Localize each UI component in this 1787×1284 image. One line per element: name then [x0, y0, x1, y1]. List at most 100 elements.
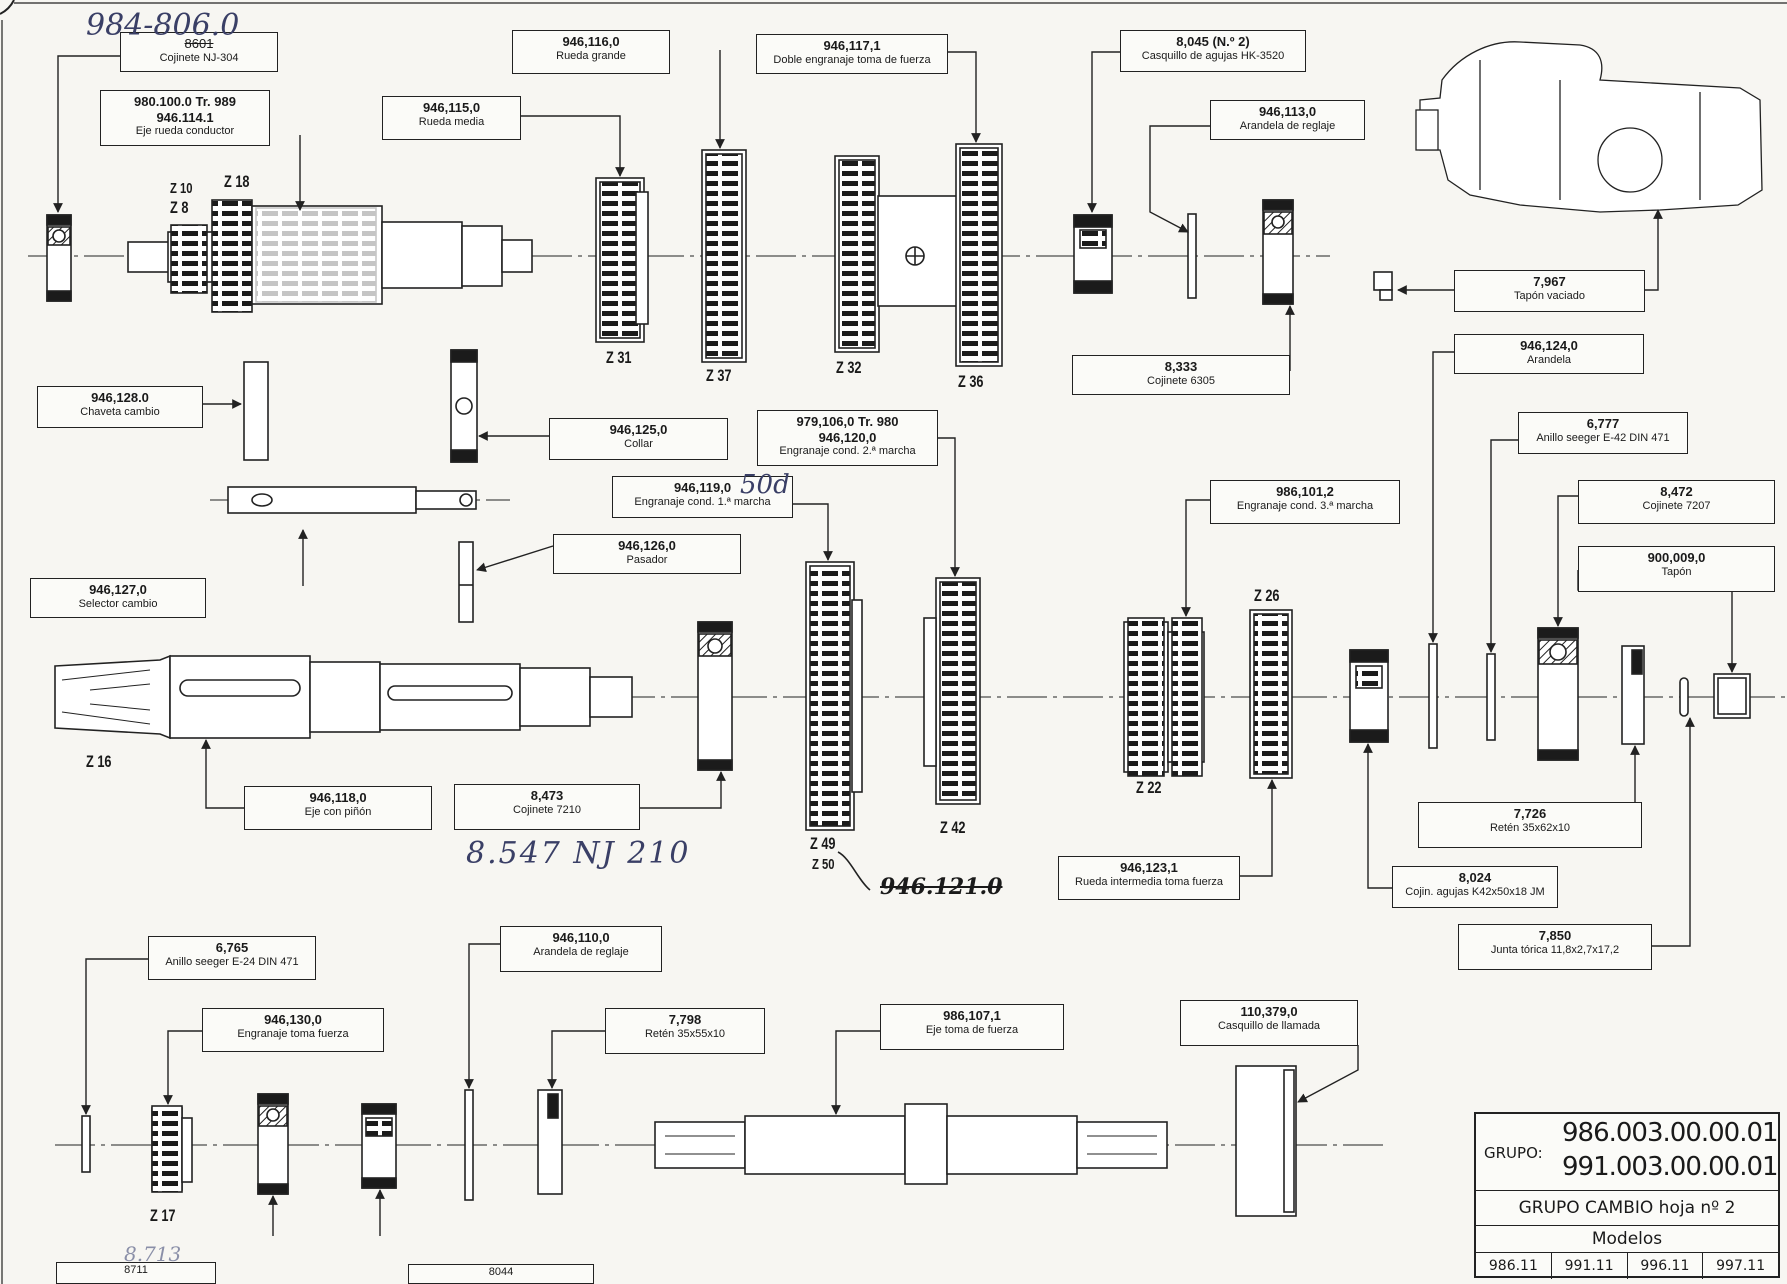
handwritten-bottom-note: 8.547 NJ 210 [466, 836, 691, 871]
label-rueda-grande: 946,116,0 Rueda grande [512, 30, 670, 74]
label-arandela-reglaje-946113: 946,113,0 Arandela de reglaje [1210, 100, 1365, 140]
label-name: Engranaje cond. 2.ª marcha [779, 445, 916, 458]
title-block: GRUPO: 986.003.00.00.01 991.003.00.00.01… [1474, 1112, 1780, 1279]
label-engranaje-1a-marcha: 946,119,0 Engranaje cond. 1.ª marcha [612, 476, 793, 518]
bearing-8711 [257, 1093, 289, 1195]
label-code: 946,130,0 [264, 1012, 322, 1027]
leader-eje-pto [831, 1030, 880, 1115]
tooth-label-z49: Z 49 [810, 834, 836, 853]
shift-key [243, 361, 269, 461]
label-code: 986,107,1 [943, 1008, 1001, 1023]
label-code: 7,798 [668, 1012, 702, 1027]
seeger-ring-e24 [81, 1115, 91, 1173]
shim-946110 [464, 1089, 474, 1201]
label-code: 946,126,0 [618, 538, 676, 553]
group-code-1: 986.003.00.00.01 [1562, 1118, 1779, 1148]
label-name: Chaveta cambio [80, 405, 160, 418]
detent-bush-110379 [1235, 1065, 1297, 1217]
bearing-6305 [1262, 199, 1294, 305]
tooth-label-z31: Z 31 [606, 348, 632, 367]
title-block-subtitle: GRUPO CAMBIO hoja nº 2 [1476, 1191, 1778, 1226]
leader-pasador [476, 545, 554, 573]
label-engranaje-3a-marcha: 986,101,2 Engranaje cond. 3.ª marcha [1210, 480, 1400, 524]
tooth-label-z18: Z 18 [224, 172, 250, 191]
double-gear-pto [834, 143, 1003, 367]
tooth-label-z22: Z 22 [1136, 778, 1162, 797]
label-name: Selector cambio [78, 597, 158, 610]
label-name: Doble engranaje toma de fuerza [773, 53, 931, 66]
bearing-7207 [1537, 627, 1579, 761]
label-rueda-media: 946,115,0 Rueda media [382, 96, 521, 140]
label-name: Rueda media [418, 115, 485, 128]
leader-doble-engranaje [948, 51, 981, 143]
needle-bearing-k42 [1349, 649, 1389, 743]
leader-eje-pinion [201, 739, 244, 809]
label-code: 946,128.0 [91, 390, 149, 405]
label-code: 946,127,0 [89, 582, 147, 597]
label-code: 986,101,2 [1276, 484, 1334, 499]
gearbox-housing-sketch [1415, 41, 1763, 213]
leader-retén-7726 [1630, 745, 1642, 811]
label-code: 8,045 (N.º 2) [1176, 34, 1250, 49]
pin-946126 [458, 541, 474, 623]
label-name: Retén 35x62x10 [1489, 821, 1571, 834]
label-code: 8,473 [530, 788, 564, 803]
leader-nj304 [53, 55, 140, 213]
label-tapon: 900,009,0 Tapón [1578, 546, 1775, 592]
label-code: 7,967 [1533, 274, 1566, 289]
seal-35x62x10 [1621, 645, 1645, 745]
label-code: 946,119,0 [673, 480, 732, 495]
label-code: 8,024 [1458, 870, 1492, 885]
label-code: 7,726 [1513, 806, 1547, 821]
label-code: 946,118,0 [309, 790, 367, 805]
pinion-shaft [54, 654, 633, 740]
label-name: Junta tórica 11,8x2,7x17,2 [1490, 943, 1620, 956]
group-code-2: 991.003.00.00.01 [1562, 1152, 1779, 1182]
tooth-label-z32: Z 32 [836, 358, 862, 377]
leader-arandela-946110 [464, 943, 500, 1089]
corner-mark [0, 0, 15, 15]
plug-900009 [1713, 673, 1751, 719]
leader-seeger-e42 [1486, 439, 1518, 653]
handwritten-sode: 50d [740, 470, 790, 500]
leader-arandela-946124 [1428, 351, 1454, 643]
model-cell: 991.11 [1552, 1253, 1628, 1279]
label-name: Tapón [1661, 565, 1692, 578]
label-name: Casquillo de agujas HK-3520 [1141, 49, 1285, 62]
bearing-7210 [697, 621, 733, 771]
shift-selector-rod [227, 486, 477, 514]
title-block-group-codes: GRUPO: 986.003.00.00.01 991.003.00.00.01 [1476, 1114, 1779, 1191]
models-header: Modelos [1476, 1226, 1778, 1253]
leader-engranaje-pto [163, 1030, 202, 1105]
label-name: Cojinete NJ-304 [159, 51, 239, 64]
tooth-label-z26: Z 26 [1254, 586, 1280, 605]
label-code: 8601 [184, 36, 214, 51]
label-cojinete-7207: 8,472 Cojinete 7207 [1578, 480, 1775, 524]
label-eje-con-pinon: 946,118,0 Eje con piñón [244, 786, 432, 830]
label-anillo-seeger-e24: 6,765 Anillo seeger E-24 DIN 471 [148, 936, 316, 980]
label-casquillo-hk3520: 8,045 (N.º 2) Casquillo de agujas HK-352… [1120, 30, 1306, 72]
handwritten-struck-code: 946.121.0 [880, 874, 1003, 900]
gear-z31 [595, 177, 649, 343]
label-name: Cojinete 7210 [513, 803, 581, 816]
label-reten-7726: 7,726 Retén 35x62x10 [1418, 802, 1642, 848]
label-code: 8,333 [1164, 359, 1198, 374]
tooth-label-z37: Z 37 [706, 366, 732, 385]
leader-housing [1645, 209, 1663, 291]
label-anillo-seeger-e42: 6,777 Anillo seeger E-42 DIN 471 [1518, 412, 1688, 454]
label-name: Eje rueda conductor [135, 125, 235, 138]
label-code: 110,379,0 [1240, 1004, 1298, 1019]
drive-gear-shaft [127, 199, 533, 313]
leader-1st-gear [793, 503, 833, 561]
leader-rueda-media [521, 115, 625, 177]
leader-arandela-reglaje-top [1149, 125, 1210, 233]
label-name: Engranaje cond. 1.ª marcha [634, 495, 771, 508]
label-name: Arandela [1526, 353, 1572, 366]
label-code: 946,110,0 [552, 930, 610, 945]
label-code-alt: 946,120,0 [818, 429, 877, 445]
label-reten-7798: 7,798 Retén 35x55x10 [605, 1008, 765, 1054]
models-row: 986.11 991.11 996.11 997.11 [1476, 1253, 1778, 1279]
o-ring-7850 [1679, 677, 1689, 717]
label-8711: 8711 [56, 1262, 216, 1284]
tooth-label-z17: Z 17 [150, 1206, 176, 1225]
